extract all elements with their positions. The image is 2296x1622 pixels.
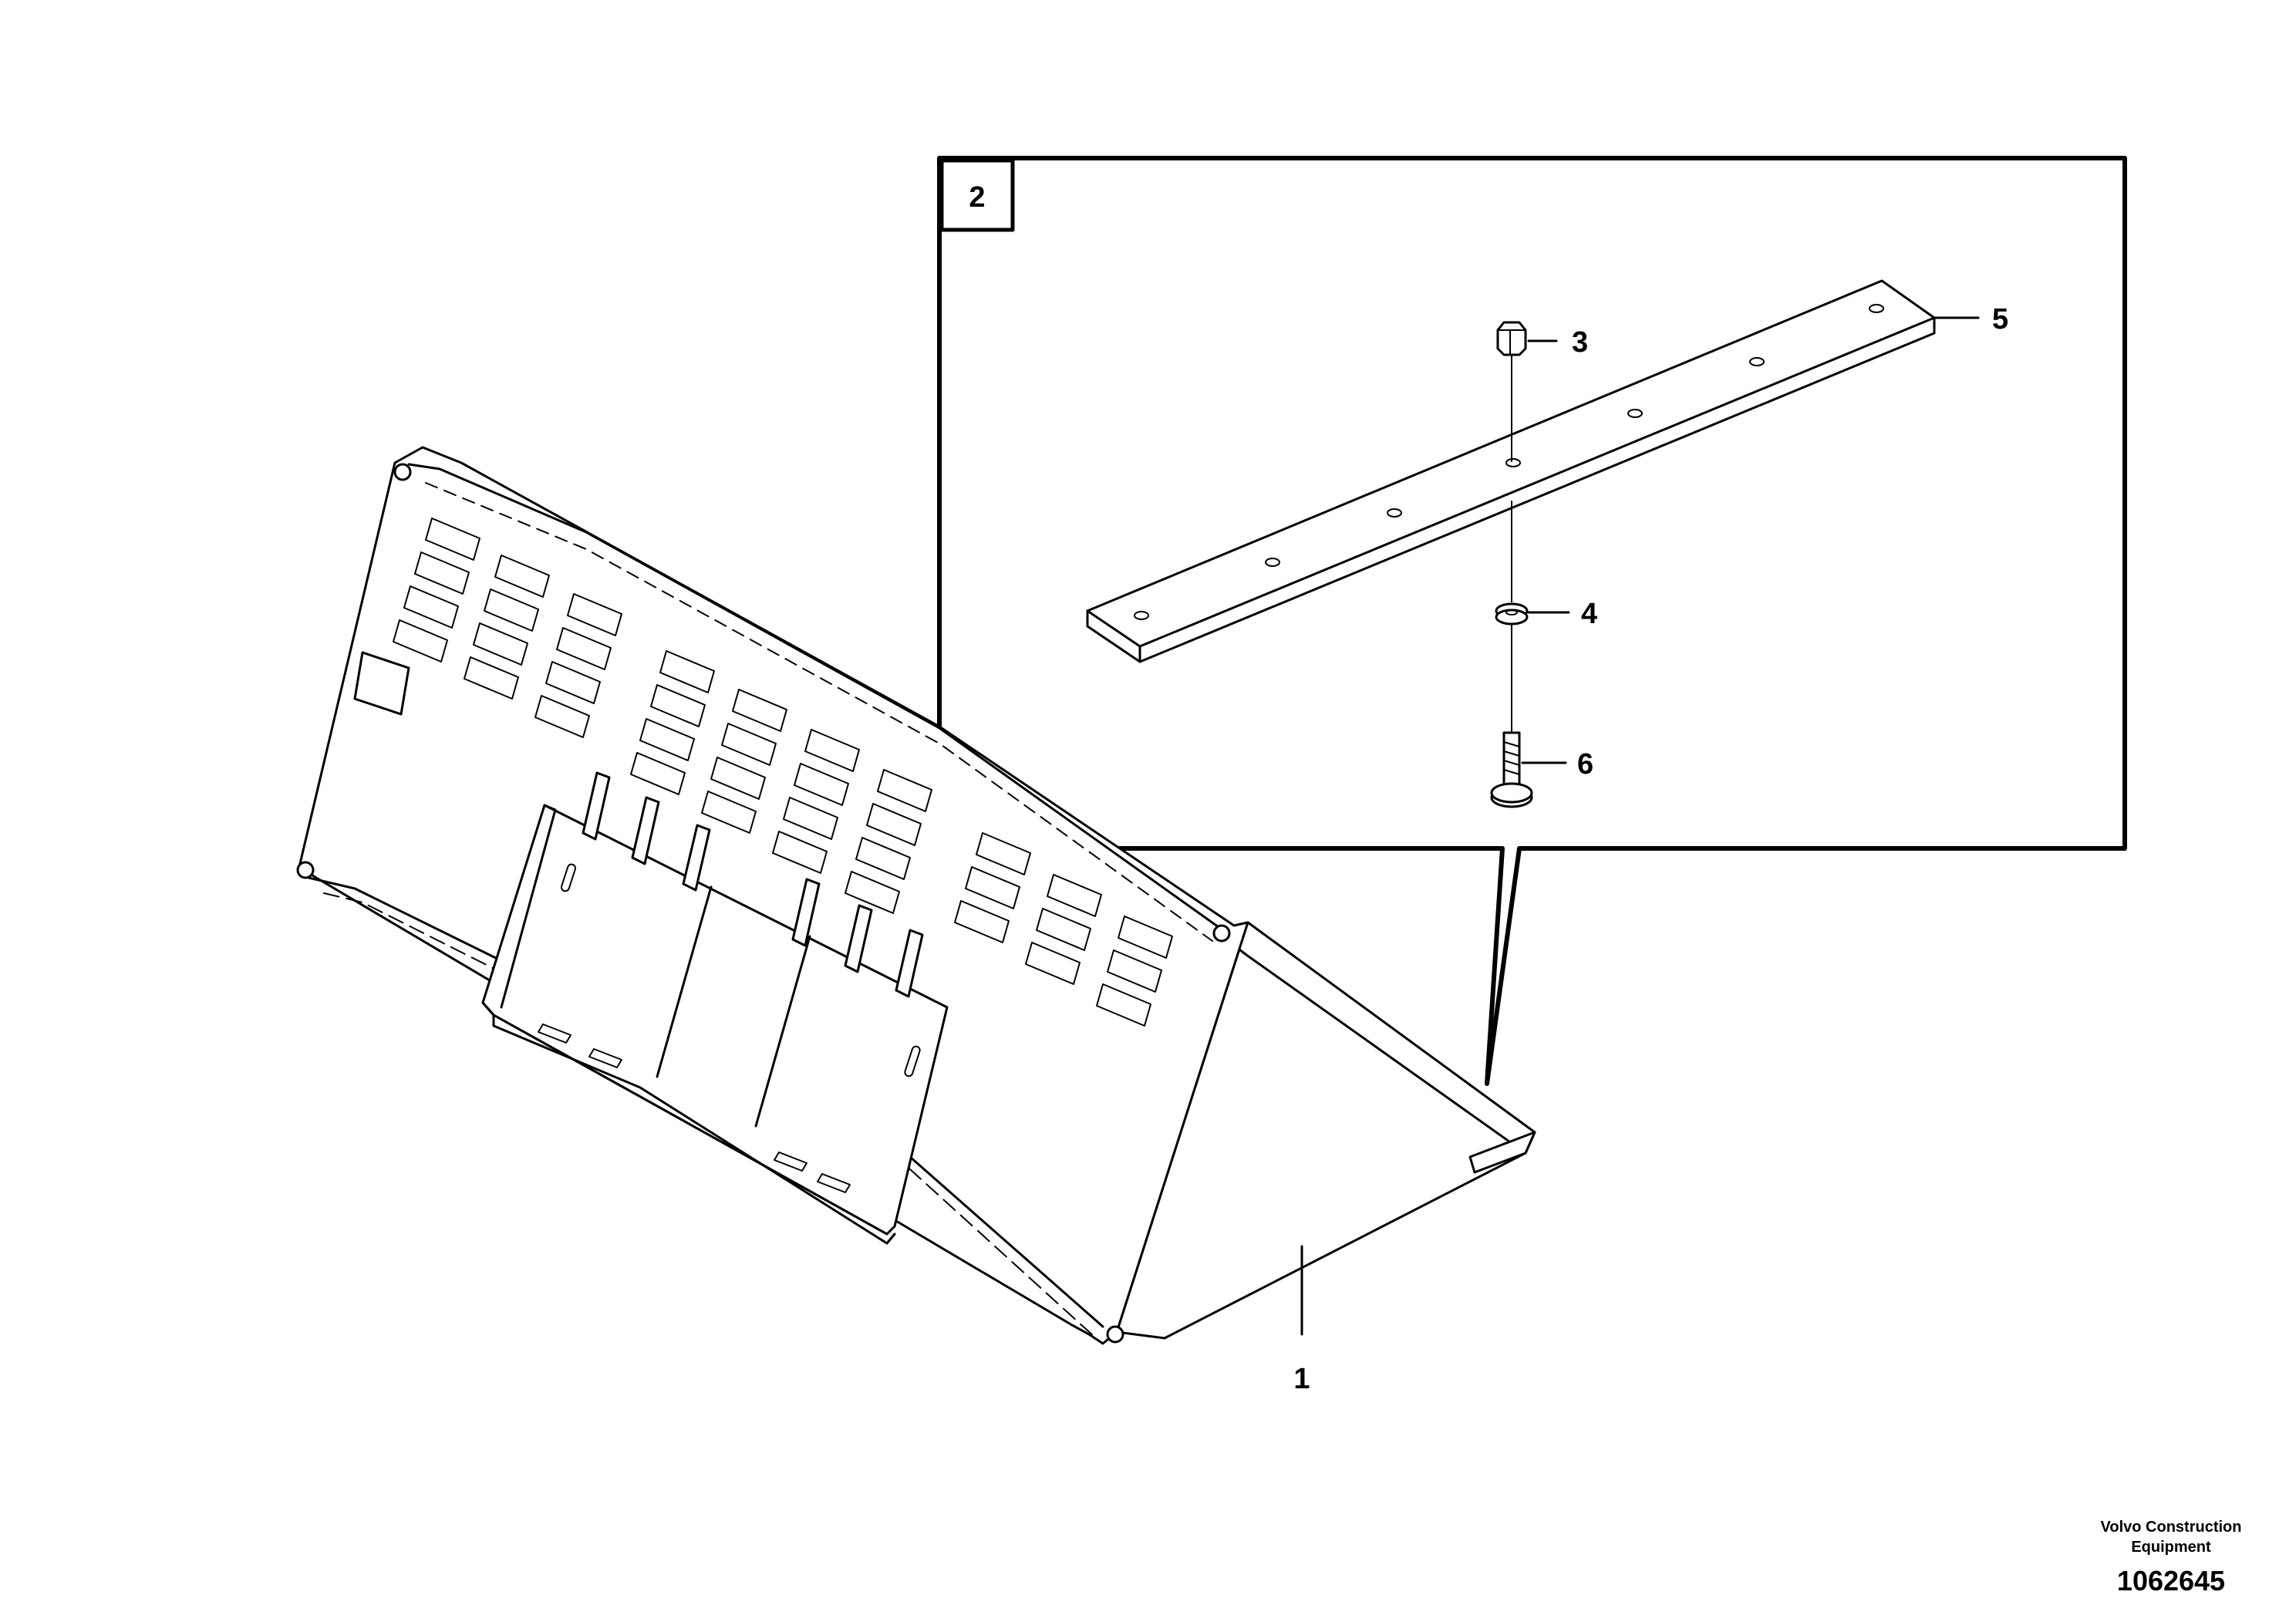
detail-number-box <box>939 158 1015 232</box>
nut <box>1496 321 1527 356</box>
back-panel-slots <box>393 518 1173 1027</box>
callout-2: 2 <box>969 181 985 214</box>
callout-6: 6 <box>1577 748 1593 781</box>
drawing-number: 1062645 <box>2117 1565 2225 1597</box>
callout-3: 3 <box>1572 326 1588 359</box>
company-name-line1: Volvo Construction <box>2101 1519 2242 1536</box>
bucket: 1 <box>296 446 1536 1395</box>
detail-view-2: 2 <box>937 156 2127 1086</box>
company-name-line2: Equipment <box>2131 1539 2211 1556</box>
callout-4: 4 <box>1581 598 1597 630</box>
hooks <box>582 771 924 998</box>
callout-5: 5 <box>1992 303 2008 336</box>
label-plate <box>353 651 410 716</box>
bolt <box>1490 731 1533 808</box>
bolt-holes <box>1134 304 1884 620</box>
title-block: Volvo Construction Equipment 1062645 <box>2101 1519 2242 1597</box>
attachment-plate <box>481 771 949 1245</box>
callout-1: 1 <box>1293 1363 1310 1395</box>
washer <box>1495 602 1529 626</box>
